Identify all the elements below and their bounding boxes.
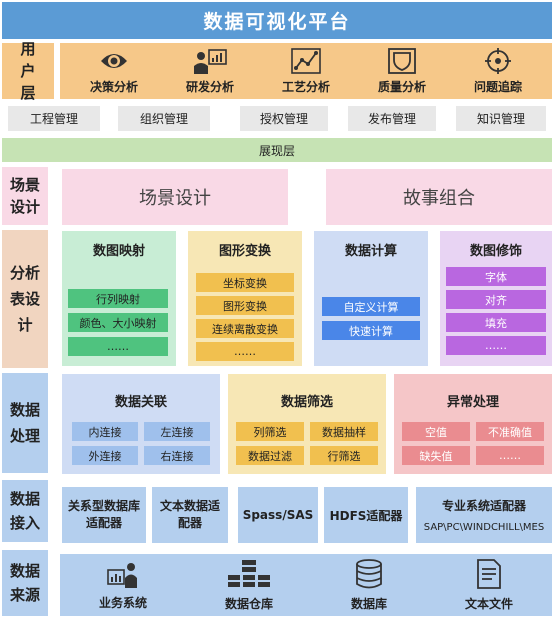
mgmt-engineering[interactable]: 工程管理: [8, 106, 100, 131]
source-business-system[interactable]: 业务系统: [99, 560, 147, 611]
process-item[interactable]: 空值: [402, 422, 470, 441]
analysis-title: 数图映射: [92, 243, 145, 259]
process-item[interactable]: 缺失值: [402, 446, 470, 465]
analysis-box-decoration: 数图修饰 字体 对齐 填充 ……: [440, 231, 552, 366]
adapter-text-data[interactable]: 文本数据适配器: [152, 487, 228, 543]
source-database[interactable]: 数据库: [350, 558, 387, 612]
user-item-label: 工艺分析: [281, 79, 330, 94]
source-text-file[interactable]: 文本文件: [464, 558, 513, 612]
shield-icon: [388, 47, 416, 74]
platform-title: 数据可视化平台: [2, 2, 552, 39]
process-item[interactable]: 数据抽样: [310, 422, 378, 441]
layer-label-analysis: 分析表设计: [2, 230, 48, 368]
analysis-title: 数据计算: [344, 243, 397, 259]
analysis-item[interactable]: ……: [68, 337, 168, 356]
source-label: 业务系统: [98, 595, 147, 610]
layer-access-text: 数据接入: [9, 490, 40, 532]
user-item-rnd[interactable]: 研发分析: [186, 48, 234, 95]
process-item[interactable]: 内连接: [72, 422, 138, 441]
user-item-decision[interactable]: 决策分析: [90, 48, 138, 95]
user-item-label: 决策分析: [89, 79, 138, 94]
eye-icon: [100, 53, 127, 68]
process-title: 异常处理: [446, 394, 499, 410]
mgmt-organization[interactable]: 组织管理: [118, 106, 210, 131]
mgmt-knowledge[interactable]: 知识管理: [456, 106, 546, 131]
process-item[interactable]: ……: [476, 446, 544, 465]
layer-user-text: 用户层: [20, 40, 36, 102]
story-combine-box[interactable]: 故事组合: [326, 169, 552, 225]
process-item[interactable]: 右连接: [144, 446, 210, 465]
layer-label-scene: 场景设计: [2, 167, 48, 225]
layer-label-processing: 数据处理: [2, 373, 48, 473]
presenter-chart-icon: [193, 48, 227, 74]
process-item[interactable]: 数据过滤: [236, 446, 304, 465]
analysis-item[interactable]: 对齐: [446, 290, 546, 309]
process-box-join: 数据关联 内连接 左连接 外连接 右连接: [62, 374, 220, 474]
analysis-item[interactable]: 填充: [446, 313, 546, 332]
adapter-professional[interactable]: 专业系统适配器 SAP\PC\WINDCHILL\MES: [416, 487, 552, 543]
line-chart-icon: [291, 47, 321, 74]
process-item[interactable]: 外连接: [72, 446, 138, 465]
analysis-item[interactable]: 坐标变换: [196, 273, 294, 292]
analysis-title: 图形变换: [218, 243, 271, 259]
mgmt-publish[interactable]: 发布管理: [348, 106, 436, 131]
analysis-item[interactable]: 行列映射: [68, 289, 168, 308]
layer-source-text: 数据来源: [9, 562, 40, 604]
process-item[interactable]: 不准确值: [476, 422, 544, 441]
analysis-item[interactable]: 颜色、大小映射: [68, 313, 168, 332]
layer-scene-text: 场景设计: [9, 176, 40, 216]
analysis-item[interactable]: 自定义计算: [322, 297, 420, 316]
layer-label-source: 数据来源: [2, 550, 48, 616]
analysis-item[interactable]: ……: [196, 342, 294, 361]
process-item[interactable]: 列筛选: [236, 422, 304, 441]
source-label: 文本文件: [464, 596, 513, 611]
process-item[interactable]: 行筛选: [310, 446, 378, 465]
analysis-item[interactable]: 图形变换: [196, 296, 294, 315]
document-icon: [477, 558, 501, 589]
analysis-item[interactable]: 快速计算: [322, 321, 420, 340]
process-title: 数据筛选: [280, 394, 333, 410]
layer-processing-text: 数据处理: [9, 401, 40, 445]
analysis-box-transform: 图形变换 坐标变换 图形变换 连续离散变换 ……: [188, 231, 302, 366]
layer-analysis-text: 分析表设计: [9, 264, 40, 334]
process-box-anomaly: 异常处理 空值 不准确值 缺失值 ……: [394, 374, 552, 474]
process-box-filter: 数据筛选 列筛选 数据抽样 数据过滤 行筛选: [228, 374, 386, 474]
user-item-label: 问题追踪: [473, 79, 522, 94]
user-layer-panel: 决策分析 研发分析 工艺分析 质量分析 问题追踪: [60, 43, 552, 99]
database-icon: [356, 558, 382, 588]
layer-label-user: 用户层: [2, 40, 54, 102]
process-title: 数据关联: [114, 394, 167, 410]
user-item-tracking[interactable]: 问题追踪: [473, 47, 522, 95]
mgmt-authorization[interactable]: 授权管理: [240, 106, 328, 131]
layer-label-access: 数据接入: [2, 480, 48, 542]
adapter-professional-title: 专业系统适配器: [441, 499, 526, 513]
analysis-box-mapping: 数图映射 行列映射 颜色、大小映射 ……: [62, 231, 176, 366]
source-data-warehouse[interactable]: 数据仓库: [225, 559, 273, 612]
server-rack-icon: [227, 559, 270, 587]
display-layer-bar: 展现层: [2, 138, 552, 162]
adapter-professional-sub: SAP\PC\WINDCHILL\MES: [423, 522, 545, 533]
user-item-quality[interactable]: 质量分析: [377, 47, 426, 95]
user-item-process[interactable]: 工艺分析: [281, 47, 330, 95]
target-icon: [484, 47, 511, 74]
scene-design-box[interactable]: 场景设计: [62, 169, 288, 225]
user-item-label: 研发分析: [185, 79, 234, 94]
process-item[interactable]: 左连接: [144, 422, 210, 441]
worker-chart-icon: [107, 562, 137, 588]
adapter-relational-db[interactable]: 关系型数据库适配器: [62, 487, 146, 543]
adapter-hdfs[interactable]: HDFS适配器: [324, 487, 408, 543]
analysis-title: 数图修饰: [469, 243, 522, 259]
analysis-item[interactable]: ……: [446, 336, 546, 355]
user-item-label: 质量分析: [377, 79, 426, 94]
source-panel: 业务系统 数据仓库 数据库 文本文件: [60, 554, 552, 616]
analysis-box-compute: 数据计算 自定义计算 快速计算: [314, 231, 428, 366]
analysis-item[interactable]: 连续离散变换: [196, 319, 294, 338]
source-label: 数据仓库: [224, 596, 273, 611]
adapter-spss-sas[interactable]: Spass/SAS: [238, 487, 318, 543]
source-label: 数据库: [350, 596, 387, 611]
analysis-item[interactable]: 字体: [446, 267, 546, 286]
